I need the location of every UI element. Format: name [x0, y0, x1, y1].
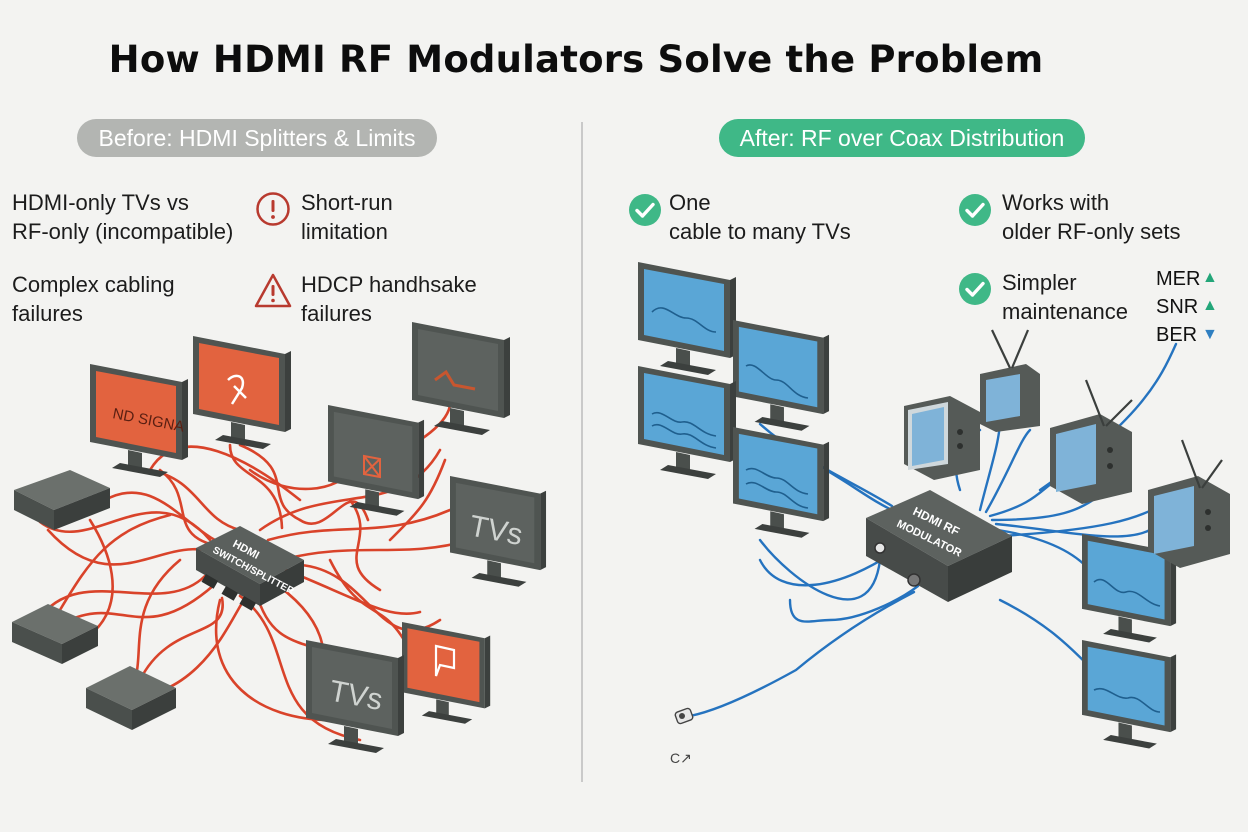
- after-section-header: After: RF over Coax Distribution: [719, 119, 1085, 157]
- problem-1-line2: RF-only (incompatible): [12, 219, 234, 244]
- problem-3: Complex cabling failures: [12, 270, 175, 328]
- before-section-header: Before: HDMI Splitters & Limits: [77, 119, 437, 157]
- metric-ber: BER: [1156, 324, 1198, 346]
- vintage-tv-4: [1148, 439, 1230, 568]
- tv-blue-6: [1082, 640, 1177, 749]
- check-circle-icon: [959, 273, 991, 305]
- vintage-tv-2: [980, 329, 1040, 432]
- problem-4: HDCP handhsake failures: [301, 270, 477, 328]
- tv-blue-4: [733, 427, 830, 538]
- arrow-up-icon: ▲: [1202, 269, 1218, 286]
- metric-snr: SNR: [1156, 296, 1199, 318]
- connector-glyph: C↗: [670, 750, 692, 766]
- benefit-1: One cable to many TVs: [669, 188, 851, 246]
- problem-2-line1: Short-run: [301, 190, 393, 215]
- red-cable-tangle: [36, 378, 472, 742]
- benefit-3-line1: Simpler: [1002, 270, 1077, 295]
- source-box-2: [12, 604, 98, 664]
- problem-3-line1: Complex cabling: [12, 272, 175, 297]
- tv-gray-top: [412, 322, 510, 435]
- problem-2-line2: limitation: [301, 219, 388, 244]
- broken-link-icon: [227, 374, 247, 405]
- source-box-3: [86, 666, 176, 730]
- benefit-2-line1: Works with: [1002, 190, 1110, 215]
- x-box-icon: [363, 454, 381, 479]
- benefit-1-line2: cable to many TVs: [669, 219, 851, 244]
- benefit-2: Works with older RF-only sets: [1002, 188, 1181, 246]
- message-icon: [434, 644, 456, 677]
- warning-triangle-icon: [254, 273, 292, 308]
- vintage-tv-3: [1050, 379, 1133, 504]
- benefit-2-line2: older RF-only sets: [1002, 219, 1181, 244]
- arrow-down-icon: ▼: [1202, 326, 1218, 343]
- problem-2: Short-run limitation: [301, 188, 393, 246]
- screen-waves: [651, 307, 1161, 713]
- coax-connector-icon: [674, 707, 694, 725]
- problem-3-line2: failures: [12, 301, 83, 326]
- benefit-3: Simpler maintenance: [1002, 268, 1128, 326]
- arrow-up-icon: ▲: [1202, 297, 1218, 314]
- rf-modulator-device: [866, 490, 1012, 602]
- page-title: How HDMI RF Modulators Solve the Problem: [108, 38, 1044, 81]
- tv-orange-small: [402, 622, 491, 724]
- check-circle-icon: [629, 194, 661, 226]
- check-circle-icon: [959, 194, 991, 226]
- tv-blue-2: [733, 320, 830, 431]
- problem-1: HDMI-only TVs vs RF-only (incompatible): [12, 188, 233, 246]
- problem-1-line1: HDMI-only TVs vs: [12, 190, 189, 215]
- metric-mer: MER: [1156, 268, 1201, 290]
- benefit-3-line2: maintenance: [1002, 299, 1128, 324]
- wave-glyph-icon: [434, 369, 476, 391]
- problem-4-line1: HDCP handhsake: [301, 272, 477, 297]
- section-divider: [581, 122, 583, 782]
- source-box-1: [14, 470, 110, 530]
- vintage-tv-1: [904, 396, 980, 480]
- hdmi-splitter-device: [196, 526, 304, 611]
- problem-4-line2: failures: [301, 301, 372, 326]
- exclamation-circle-icon: [256, 192, 290, 226]
- benefit-1-line1: One: [669, 190, 711, 215]
